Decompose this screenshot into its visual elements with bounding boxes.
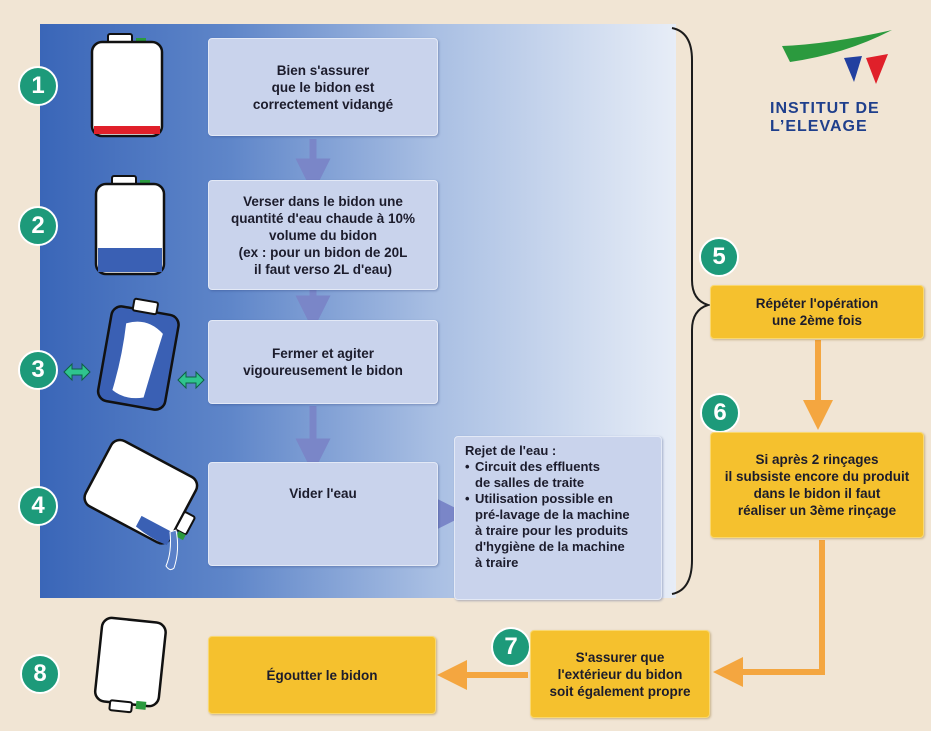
bullet-dot-icon: •: [465, 459, 470, 474]
step-number-badge: 1: [18, 66, 58, 106]
step-number-badge: 2: [18, 206, 58, 246]
step-5-box: Répéter l'opération une 2ème fois: [710, 285, 924, 339]
jerrycan-empty-icon: [90, 33, 164, 138]
water-disposal-content: Rejet de l'eau : • Circuit des effluents…: [465, 443, 630, 571]
water-disposal-title: Rejet de l'eau :: [465, 443, 557, 458]
step-number-badge: 6: [700, 393, 740, 433]
logo-line1: INSTITUT DE: [770, 100, 880, 117]
step-8-box: Égoutter le bidon: [208, 636, 436, 714]
step-4-box: Vider l'eau: [208, 462, 438, 566]
logo-line2: L’ELEVAGE: [770, 118, 868, 135]
step-number-badge: 7: [491, 627, 531, 667]
step-7-box: S'assurer que l'extérieur du bidon soit …: [530, 630, 710, 718]
jerrycan-water-icon: [94, 175, 166, 276]
jerrycan-shake-icon: [96, 297, 180, 411]
bullet-dot-icon: •: [465, 491, 470, 506]
water-disposal-bullet-text: Circuit des effluents de salles de trait…: [475, 459, 600, 490]
step-number-badge: 4: [18, 486, 58, 526]
arrow-step6-to-step7: [713, 540, 825, 687]
water-disposal-bullet: • Utilisation possible en pré-lavage de …: [465, 491, 630, 571]
institut-elevage-logo-mark: [782, 30, 892, 84]
jerrycan-pour-icon: [83, 438, 199, 571]
curly-brace: [671, 27, 712, 595]
step-number-badge: 3: [18, 350, 58, 390]
jerrycan-upside-down-icon: [93, 616, 167, 714]
double-arrow-icon: [63, 362, 205, 390]
water-disposal-bullet-text: Utilisation possible en pré-lavage de la…: [475, 491, 630, 570]
step-2-box: Verser dans le bidon une quantité d'eau …: [208, 180, 438, 290]
water-disposal-box: Rejet de l'eau : • Circuit des effluents…: [454, 436, 662, 600]
step-1-box: Bien s'assurer que le bidon est correcte…: [208, 38, 438, 136]
step-6-box: Si après 2 rinçages il subsiste encore d…: [710, 432, 924, 538]
step-number-badge: 5: [699, 237, 739, 277]
step-3-box: Fermer et agiter vigoureusement le bidon: [208, 320, 438, 404]
step-number-badge: 8: [20, 654, 60, 694]
water-disposal-bullet: • Circuit des effluents de salles de tra…: [465, 459, 630, 491]
